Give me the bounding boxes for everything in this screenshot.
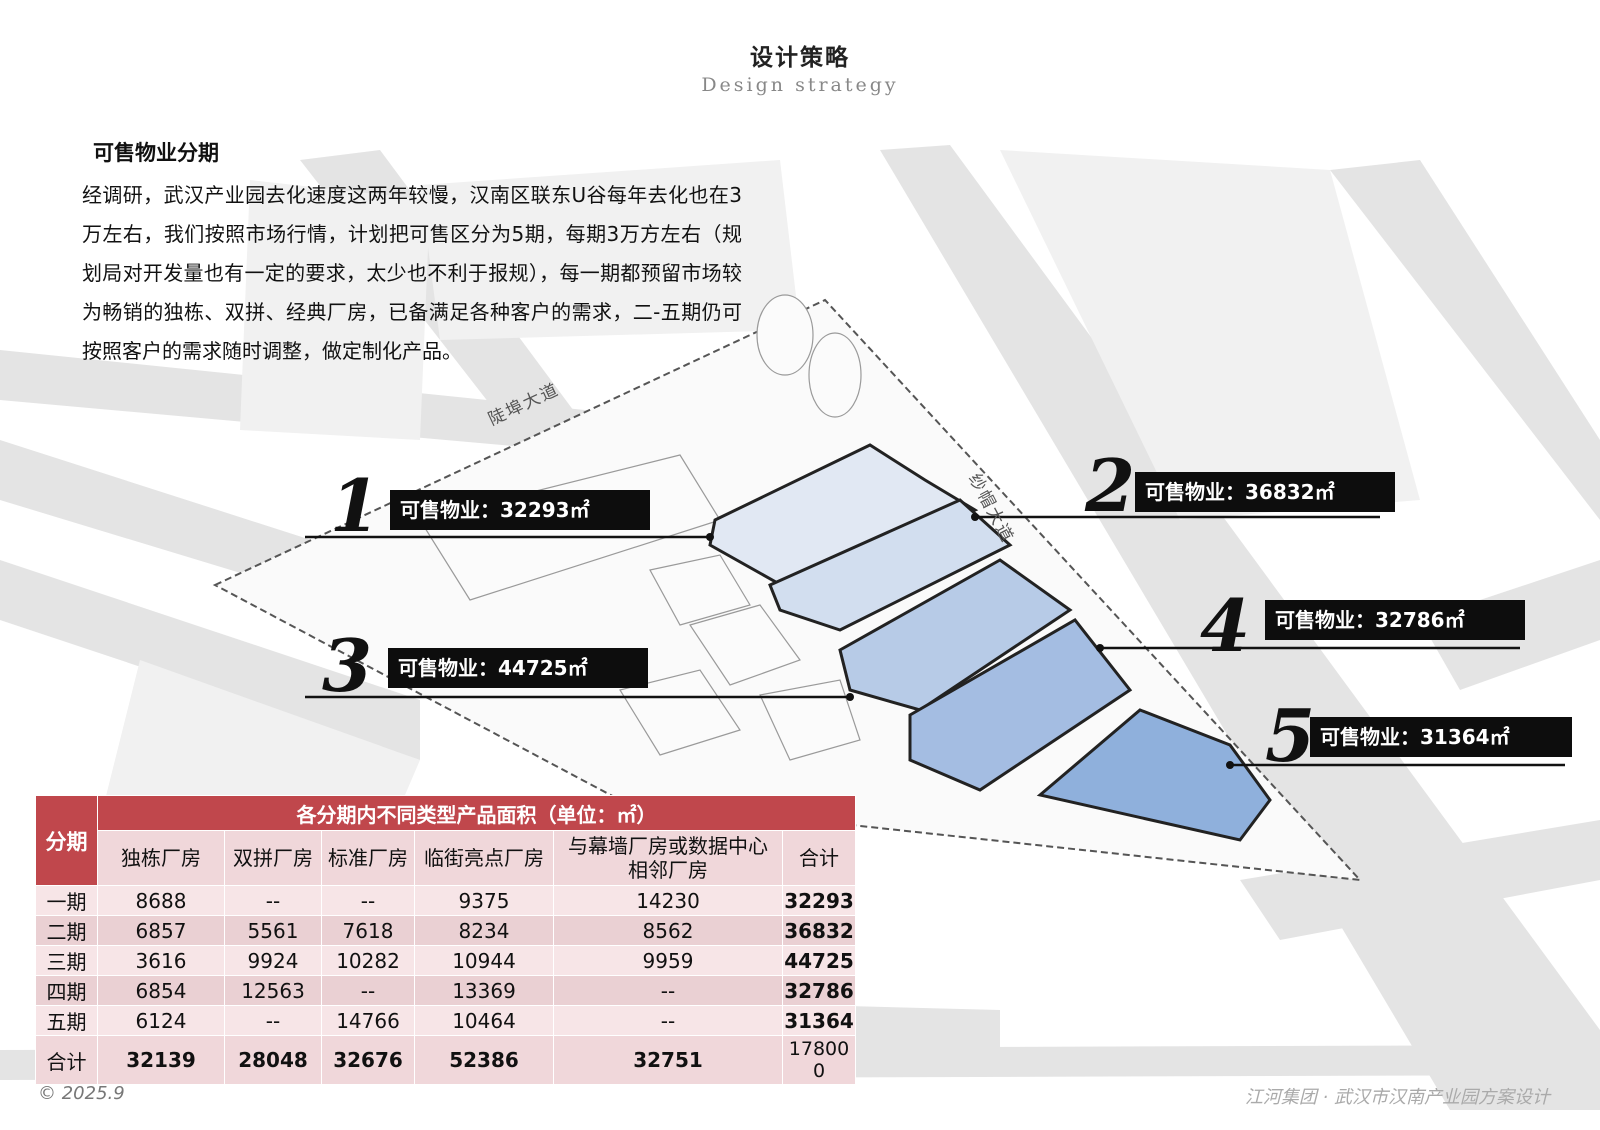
table-cell: 32293 [782,885,856,916]
table-cell: -- [321,975,415,1006]
phase-2-number: 2 [1085,443,1136,528]
table-cell: 10282 [321,945,415,976]
table-cell: -- [553,975,783,1006]
table-cell: 6857 [97,915,225,946]
phase-2-area [768,498,1013,632]
page-title: 设计策略 [750,44,850,71]
phase-4-label: 可售物业：32786㎡ [1265,600,1525,640]
table-cell: 14766 [321,1005,415,1036]
row-label: 合计 [35,1035,98,1085]
strategy-paragraph: 经调研，武汉产业园去化速度这两年较慢，汉南区联东U谷每年去化也在3万左右，我们按… [82,183,742,363]
table-cell: 10944 [414,945,554,976]
table-cell: 8688 [97,885,225,916]
table-cell: 13369 [414,975,554,1006]
table-cell: -- [224,885,322,916]
table-cell: 7618 [321,915,415,946]
table-cell: 6854 [97,975,225,1006]
table-cell: 9924 [224,945,322,976]
row-label: 五期 [35,1005,98,1036]
col-header: 双拼厂房 [224,830,322,886]
phase-5-area [1036,708,1272,842]
table-cell: 32676 [321,1035,415,1085]
leader-lines [305,515,1565,767]
phase-4-area [908,618,1133,792]
table-cell: 10464 [414,1005,554,1036]
leader-dots [706,513,1234,769]
phase-5-label: 可售物业：31364㎡ [1310,717,1572,757]
row-label: 四期 [35,975,98,1006]
phase-1-area [708,443,979,592]
table-title: 各分期内不同类型产品面积（单位：㎡） [97,795,856,831]
table-cell: 32139 [97,1035,225,1085]
phase-1-number: 1 [330,463,381,548]
phase-2-label: 可售物业：36832㎡ [1135,472,1395,512]
table-cell: 31364 [782,1005,856,1036]
phase-3-area [838,558,1073,712]
table-cell: 32751 [553,1035,783,1085]
table-cell: 3616 [97,945,225,976]
table-cell: -- [553,1005,783,1036]
table-cell: 12563 [224,975,322,1006]
table-cell: 28048 [224,1035,322,1085]
area-table: 分期 各分期内不同类型产品面积（单位：㎡） 独栋厂房 双拼厂房 标准厂房 临街亮… [35,795,856,1085]
col-header: 合计 [782,830,856,886]
phase-3-label: 可售物业：44725㎡ [388,648,648,688]
phase-3-number: 3 [322,623,373,708]
blocks [100,150,1420,900]
table-cell: 178000 [782,1035,856,1085]
col-header: 独栋厂房 [97,830,225,886]
section-title: 可售物业分期 [93,140,219,165]
table-total-row: 合计 32139 28048 32676 52386 32751 178000 [35,1035,856,1085]
table-cell: 9959 [553,945,783,976]
table-cell: -- [321,885,415,916]
phase-1-label: 可售物业：32293㎡ [390,490,650,530]
table-cell: -- [224,1005,322,1036]
table-cell: 8234 [414,915,554,946]
col-header: 临街亮点厂房 [414,830,554,886]
table-cell: 6124 [97,1005,225,1036]
col-header: 与幕墙厂房或数据中心相邻厂房 [553,830,783,886]
table-cell: 14230 [553,885,783,916]
table-cell: 9375 [414,885,554,916]
table-cell: 52386 [414,1035,554,1085]
page-subtitle: Design strategy [701,74,899,96]
phase-5-number: 5 [1265,693,1316,778]
table-cell: 8562 [553,915,783,946]
table-cell: 36832 [782,915,856,946]
col-header: 标准厂房 [321,830,415,886]
table-cell: 44725 [782,945,856,976]
row-label: 三期 [35,945,98,976]
row-label: 二期 [35,915,98,946]
table-phase-header: 分期 [35,795,98,886]
table-cell: 5561 [224,915,322,946]
phase-4-number: 4 [1200,583,1251,668]
footer-project: 江河集团 · 武汉市汉南产业园方案设计 [1244,1087,1550,1108]
table-cell: 32786 [782,975,856,1006]
row-label: 一期 [35,885,98,916]
footer-date: © 2025.9 [38,1083,125,1104]
